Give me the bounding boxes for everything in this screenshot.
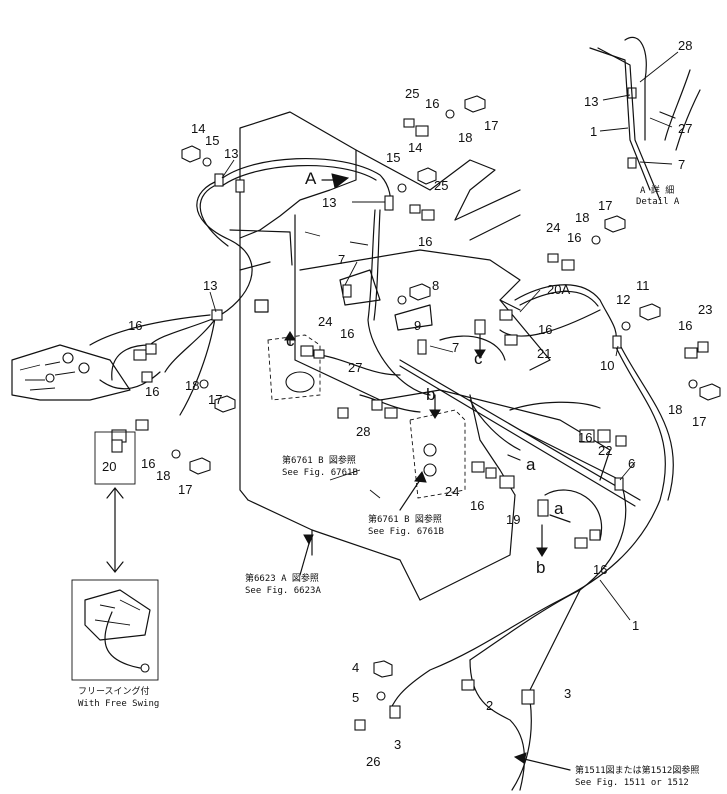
label-28-detail: 28 (678, 38, 692, 53)
label-14-left: 14 (191, 121, 205, 136)
note-free-swing-en: With Free Swing (78, 699, 159, 709)
note-fig-6761b-left-jp: 第6761 B 図参照 (282, 454, 356, 466)
letter-b-upper: b (426, 385, 435, 404)
label-25-top: 25 (405, 86, 419, 101)
label-22: 22 (598, 443, 612, 458)
label-13-mid: 13 (322, 195, 336, 210)
letter-c-upper: c (286, 331, 295, 350)
note-fig-6761b-mid-jp: 第6761 B 図参照 (368, 513, 442, 525)
label-3-right: 3 (564, 686, 571, 701)
leader-lines (209, 51, 679, 621)
label-16-20a: 16 (538, 322, 552, 337)
label-7-mid: 7 (338, 252, 345, 267)
label-16-mid: 16 (418, 234, 432, 249)
label-9: 9 (414, 318, 421, 333)
note-fig-6623a-en: See Fig. 6623A (245, 586, 321, 596)
note-fig-1511-jp: 第1511図または第1512図参照 (575, 764, 699, 776)
label-18-right: 18 (575, 210, 589, 225)
label-7-detail: 7 (678, 157, 685, 172)
note-fig-6623a-jp: 第6623 A 図参照 (245, 572, 319, 584)
label-24-right: 24 (546, 220, 560, 235)
label-18-left: 18 (185, 378, 199, 393)
label-3-left: 3 (394, 737, 401, 752)
label-15-mid: 15 (386, 150, 400, 165)
note-fig-6761b-mid-en: See Fig. 6761B (368, 527, 444, 537)
letter-b-lower: b (536, 558, 545, 577)
label-21: 21 (537, 346, 551, 361)
label-26: 26 (366, 754, 380, 769)
label-27-lower: 27 (348, 360, 362, 375)
label-1-main: 1 (632, 618, 639, 633)
part-number-labels: 28 13 1 27 7 A 詳 細 Detail A 25 16 18 17 … (102, 38, 712, 769)
label-8: 8 (432, 278, 439, 293)
label-16-left-lower: 16 (145, 384, 159, 399)
label-24-mid: 24 (318, 314, 332, 329)
label-1-detail: 1 (590, 124, 597, 139)
label-16-pipe: 16 (578, 430, 592, 445)
label-17-left: 17 (208, 392, 222, 407)
control-valve-left (11, 344, 131, 401)
label-13-detail: 13 (584, 94, 598, 109)
label-16-left-upper: 16 (128, 318, 142, 333)
valve-block-left (267, 334, 321, 401)
label-14-mid: 14 (408, 140, 422, 155)
label-27-detail: 27 (678, 121, 692, 136)
note-free-swing-jp: フリースイング付 (78, 685, 150, 697)
label-16-lower-right: 16 (593, 562, 607, 577)
label-5: 5 (352, 690, 359, 705)
reference-notes: 第6761 B 図参照 See Fig. 6761B 第6761 B 図参照 S… (78, 454, 699, 788)
fittings (111, 87, 721, 731)
free-swing-inset (71, 579, 159, 681)
label-16-right: 16 (567, 230, 581, 245)
label-20: 20 (102, 459, 116, 474)
letter-a-upper: a (526, 455, 536, 474)
detail-a-caption-en: Detail A (636, 197, 680, 207)
label-20a: 20A (547, 282, 570, 297)
label-28-lower: 28 (356, 424, 370, 439)
label-13-left: 13 (224, 146, 238, 161)
label-10: 10 (600, 358, 614, 373)
label-11: 11 (636, 278, 650, 293)
label-17-top: 17 (484, 118, 498, 133)
note-fig-1511-en: See Fig. 1511 or 1512 (575, 778, 689, 788)
free-swing-arrow (106, 487, 124, 573)
detail-a-caption-jp: A 詳 細 (640, 184, 674, 196)
label-16-far-right: 16 (678, 318, 692, 333)
label-7-lower: 7 (452, 340, 459, 355)
label-13-lower: 13 (203, 278, 217, 293)
label-15-left: 15 (205, 133, 219, 148)
hoses (89, 158, 674, 791)
view-arrow-a-label: A (305, 169, 317, 188)
reference-arrows (284, 173, 571, 771)
label-17-right: 17 (598, 198, 612, 213)
label-23: 23 (698, 302, 712, 317)
label-24-lower: 24 (445, 484, 459, 499)
label-18-far-right: 18 (668, 402, 682, 417)
label-16-mid-lower: 16 (340, 326, 354, 341)
letter-c-lower: c (474, 349, 483, 368)
letter-a-lower: a (554, 499, 564, 518)
label-12: 12 (616, 292, 630, 307)
label-25-mid: 25 (434, 178, 448, 193)
label-16-top: 16 (425, 96, 439, 111)
label-4: 4 (352, 660, 359, 675)
label-17-bottom-left: 17 (178, 482, 192, 497)
detail-a-inset (589, 36, 701, 201)
label-18-top: 18 (458, 130, 472, 145)
label-18-bottom-left: 18 (156, 468, 170, 483)
label-16-bottom-left: 16 (141, 456, 155, 471)
label-6: 6 (628, 456, 635, 471)
label-19: 19 (506, 512, 520, 527)
part-20-box (94, 431, 136, 485)
label-17-far-right: 17 (692, 414, 706, 429)
note-fig-6761b-left-en: See Fig. 6761B (282, 468, 358, 478)
label-2: 2 (486, 698, 493, 713)
label-16-lower-mid: 16 (470, 498, 484, 513)
